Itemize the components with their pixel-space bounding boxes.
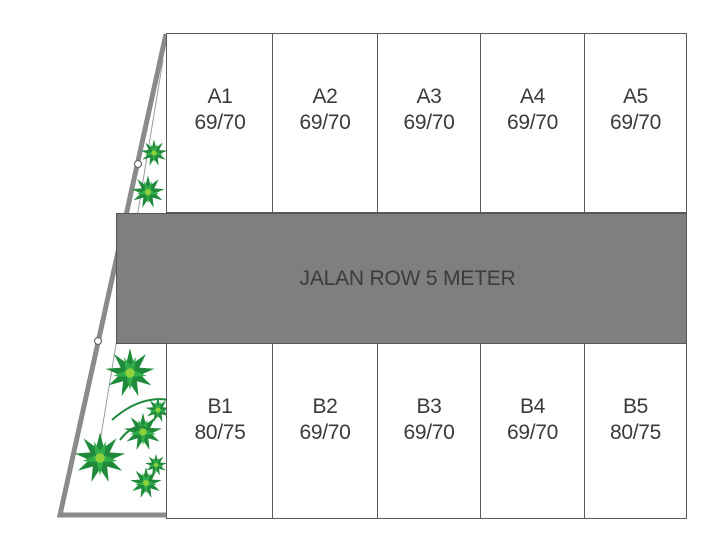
lot-id: B2 xyxy=(312,395,338,418)
lot-a4[interactable]: A4 69/70 xyxy=(480,33,585,213)
lot-size: 69/70 xyxy=(194,111,246,134)
lot-a5[interactable]: A5 69/70 xyxy=(584,33,687,213)
plant-icon xyxy=(73,348,172,500)
lot-size: 69/70 xyxy=(506,421,559,444)
lot-id: A2 xyxy=(312,85,338,108)
boundary-line xyxy=(56,33,169,518)
lot-a1[interactable]: A1 69/70 xyxy=(166,33,274,213)
lot-b2[interactable]: B2 69/70 xyxy=(272,343,378,519)
lot-id: A5 xyxy=(622,85,649,108)
road-label: JALAN ROW 5 METER xyxy=(299,266,516,290)
lot-size: 80/75 xyxy=(609,421,662,444)
lot-size: 69/70 xyxy=(403,111,455,134)
lot-b4[interactable]: B4 69/70 xyxy=(480,343,585,519)
lot-b1[interactable]: B1 80/75 xyxy=(166,343,274,519)
lot-size: 69/70 xyxy=(299,421,351,444)
lot-id: A4 xyxy=(519,85,546,108)
lot-id: B3 xyxy=(416,395,442,418)
lot-id: A1 xyxy=(207,85,233,108)
lot-size: 80/75 xyxy=(194,421,246,444)
lot-id: B5 xyxy=(622,395,649,418)
lot-a2[interactable]: A2 69/70 xyxy=(272,33,378,213)
lot-size: 69/70 xyxy=(506,111,559,134)
lot-size: 69/70 xyxy=(403,421,455,444)
lot-id: B1 xyxy=(207,395,233,418)
lot-size: 69/70 xyxy=(299,111,351,134)
road: JALAN ROW 5 METER xyxy=(116,213,687,344)
lot-id: B4 xyxy=(519,395,546,418)
lot-b5[interactable]: B5 80/75 xyxy=(584,343,687,519)
lot-a3[interactable]: A3 69/70 xyxy=(377,33,481,213)
lot-size: 69/70 xyxy=(609,111,662,134)
lot-id: A3 xyxy=(416,85,442,108)
lot-b3[interactable]: B3 69/70 xyxy=(377,343,481,519)
